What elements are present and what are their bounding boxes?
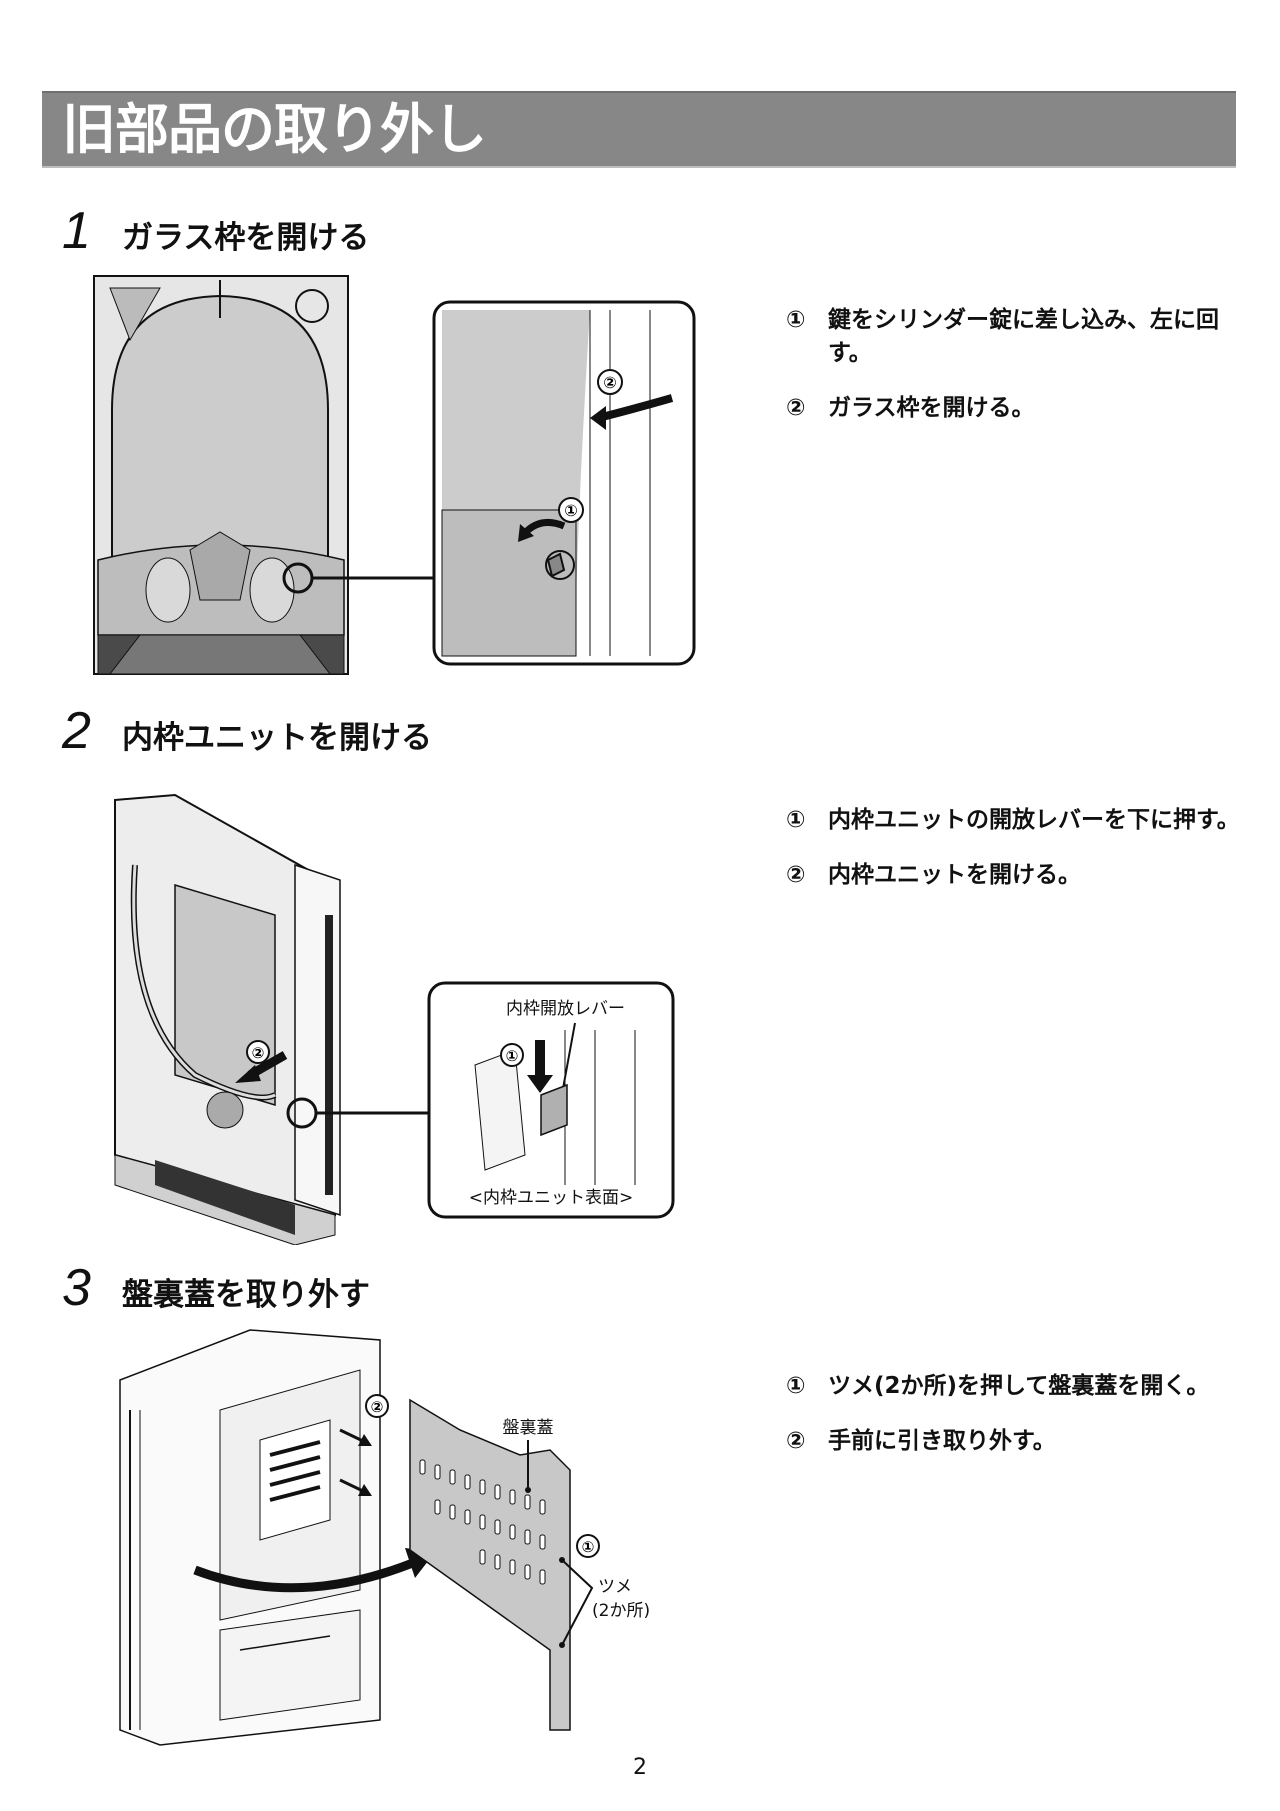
step-1-figure: ② ①: [93, 275, 696, 675]
step-1-title: ガラス枠を開ける: [122, 220, 370, 256]
instruction-marker: ②: [786, 395, 806, 421]
step-1-instructions: ① 鍵をシリンダー錠に差し込み、左に回す。 ② ガラス枠を開ける。: [786, 304, 1246, 447]
section-title: 旧部品の取り外し: [62, 98, 487, 161]
tab-label: ツメ: [598, 1577, 632, 1597]
step-2-number: 2: [62, 702, 91, 760]
step-3-heading: 3 盤裏蓋を取り外す: [62, 1262, 370, 1314]
step-3-title: 盤裏蓋を取り外す: [122, 1277, 370, 1313]
machine-front-illustration: [93, 275, 349, 675]
instruction-marker: ①: [786, 307, 806, 333]
instruction-item: ① 鍵をシリンダー錠に差し込み、左に回す。: [786, 304, 1246, 370]
release-lever-callout: 内枠開放レバー ① <内枠ユニット表面>: [427, 981, 675, 1219]
page-number: 2: [633, 1755, 647, 1780]
step-2-marker-2: ②: [252, 1044, 265, 1062]
board-back-cover-part: 盤裏蓋 ① ツメ (2か所): [409, 1398, 650, 1731]
instruction-text: 鍵をシリンダー錠に差し込み、左に回す。: [828, 307, 1219, 366]
step-2-marker-1: ①: [506, 1047, 519, 1065]
instruction-item: ① 内枠ユニットの開放レバーを下に押す。: [786, 804, 1246, 837]
step-3-marker-2: ②: [371, 1398, 384, 1416]
instruction-text: 内枠ユニットを開ける。: [828, 862, 1081, 888]
instruction-item: ② ガラス枠を開ける。: [786, 392, 1246, 425]
instruction-text: 手前に引き取り外す。: [828, 1428, 1056, 1454]
step-2-instructions: ① 内枠ユニットの開放レバーを下に押す。 ② 内枠ユニットを開ける。: [786, 804, 1246, 914]
lever-label: 内枠開放レバー: [506, 999, 625, 1019]
step-2-figure: ② 内枠開放レバー ① <内枠ユニット表面>: [114, 793, 675, 1245]
step-3-instructions: ① ツメ(2か所)を押して盤裏蓋を開く。 ② 手前に引き取り外す。: [786, 1370, 1246, 1480]
instruction-item: ② 手前に引き取り外す。: [786, 1425, 1246, 1458]
instruction-text: 内枠ユニットの開放レバーを下に押す。: [828, 807, 1240, 833]
instruction-marker: ②: [786, 862, 806, 888]
callout-caption: <内枠ユニット表面>: [469, 1188, 634, 1208]
step-1-marker-2: ②: [603, 373, 617, 392]
instruction-marker: ①: [786, 807, 806, 833]
step-2-heading: 2 内枠ユニットを開ける: [62, 705, 432, 757]
instruction-marker: ①: [786, 1373, 806, 1399]
step-3-number: 3: [62, 1259, 91, 1317]
board-back-illustration: ②: [119, 1329, 435, 1746]
instruction-item: ① ツメ(2か所)を押して盤裏蓋を開く。: [786, 1370, 1246, 1403]
step-3-figure: ② 盤裏蓋 ① ツメ (2か所): [119, 1329, 650, 1746]
cylinder-lock-callout: ② ①: [432, 300, 696, 666]
instruction-marker: ②: [786, 1428, 806, 1454]
section-header-bar: 旧部品の取り外し: [42, 91, 1236, 168]
step-2-title: 内枠ユニットを開ける: [122, 720, 432, 756]
part-label: 盤裏蓋: [503, 1417, 554, 1438]
tab-count-label: (2か所): [592, 1601, 650, 1621]
instruction-text: ガラス枠を開ける。: [828, 395, 1035, 421]
step-1-marker-1: ①: [564, 501, 578, 520]
step-3-marker-1: ①: [582, 1538, 595, 1556]
instruction-item: ② 内枠ユニットを開ける。: [786, 859, 1246, 892]
step-1-number: 1: [62, 202, 91, 260]
instruction-text: ツメ(2か所)を押して盤裏蓋を開く。: [828, 1373, 1210, 1399]
step-1-heading: 1 ガラス枠を開ける: [62, 205, 369, 257]
inner-frame-unit-illustration: ②: [114, 793, 341, 1245]
